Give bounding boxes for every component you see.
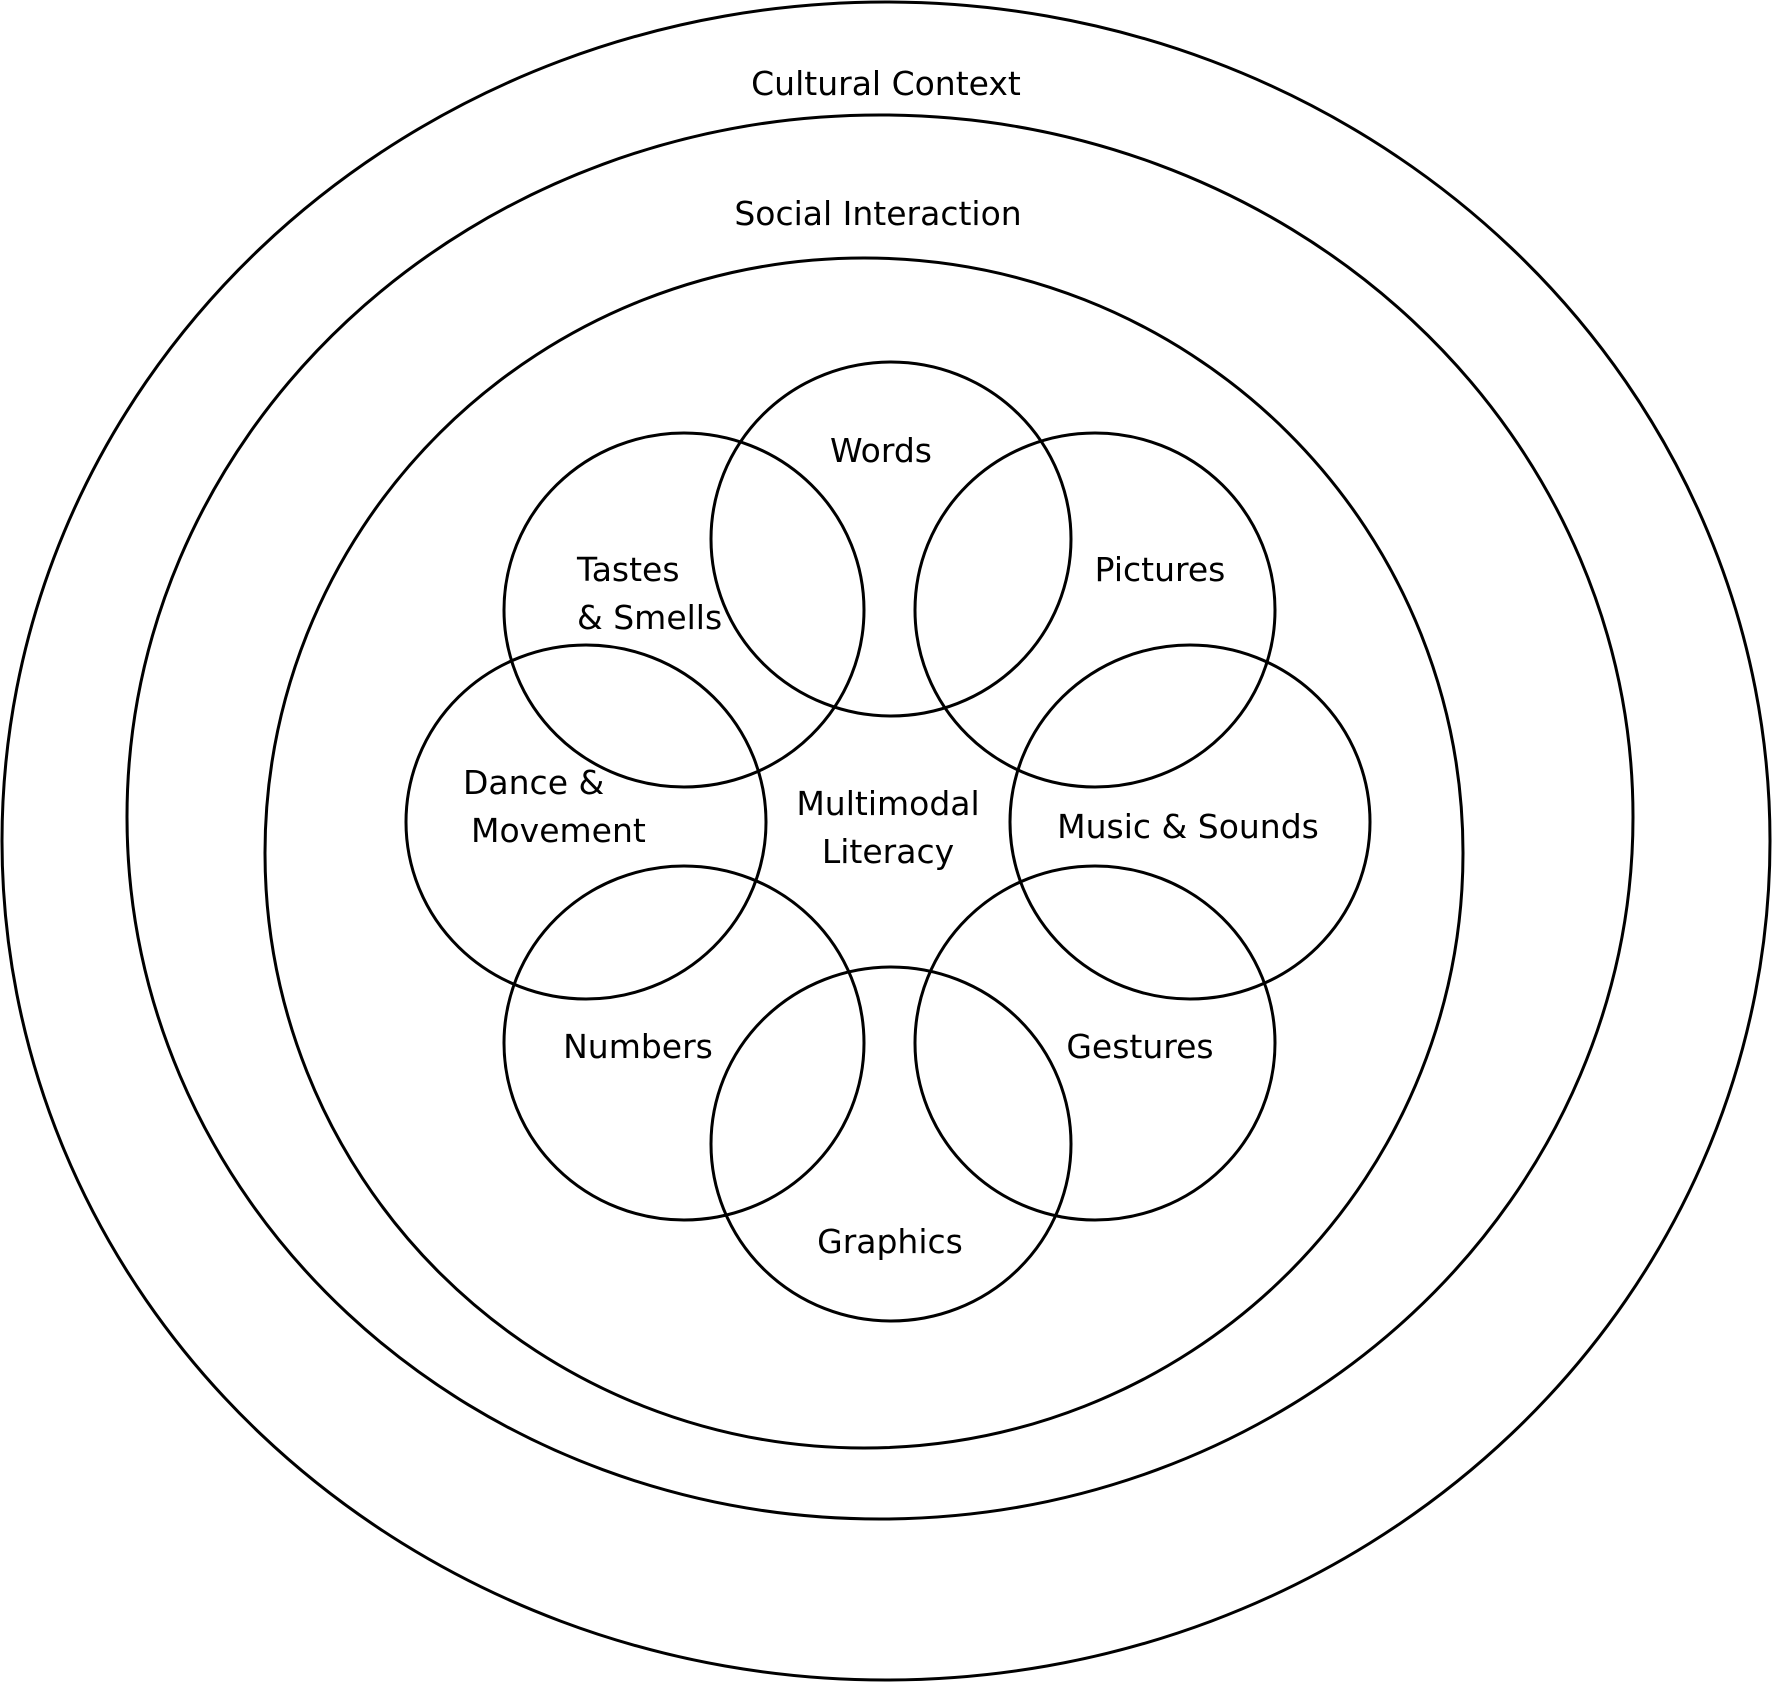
pictures-label: Pictures bbox=[1095, 550, 1226, 589]
tastes-smells-label-line1: Tastes bbox=[576, 550, 680, 589]
graphics-circle bbox=[709, 965, 1073, 1323]
numbers-label: Numbers bbox=[563, 1027, 713, 1066]
dance-movement-label-line1: Dance & bbox=[463, 763, 604, 802]
multimodal-literacy-label-line1: Multimodal bbox=[796, 784, 979, 823]
pictures-circle bbox=[913, 431, 1277, 789]
inner-ring bbox=[263, 256, 1465, 1450]
social-interaction-ring bbox=[125, 113, 1635, 1521]
numbers-circle bbox=[502, 864, 866, 1222]
tastes-smells-label-line2: & Smells bbox=[577, 598, 722, 637]
music-sounds-label: Music & Sounds bbox=[1057, 807, 1319, 846]
gestures-label: Gestures bbox=[1066, 1027, 1213, 1066]
cultural-context-label: Cultural Context bbox=[751, 64, 1021, 103]
music-sounds-circle bbox=[1008, 643, 1372, 1001]
graphics-label: Graphics bbox=[817, 1222, 963, 1261]
words-label: Words bbox=[830, 431, 932, 470]
dance-movement-circle bbox=[404, 643, 768, 1001]
multimodal-literacy-label-line2: Literacy bbox=[822, 832, 954, 871]
social-interaction-label: Social Interaction bbox=[734, 194, 1021, 233]
dance-movement-label-line2: Movement bbox=[471, 811, 646, 850]
words-circle bbox=[709, 360, 1073, 718]
gestures-circle bbox=[913, 864, 1277, 1222]
tastes-smells-circle bbox=[502, 431, 866, 789]
